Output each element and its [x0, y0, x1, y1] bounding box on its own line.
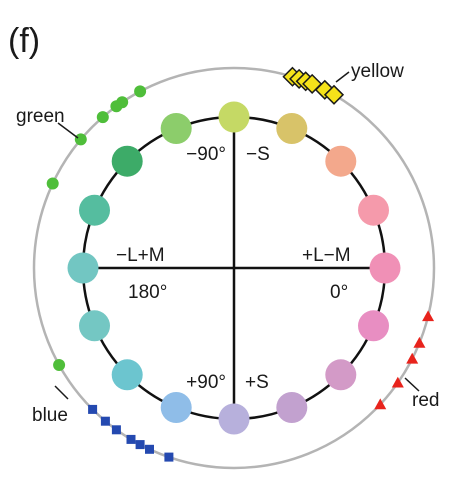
blue-label: blue [32, 405, 68, 426]
hue-disk-15 [160, 113, 192, 144]
red-marker-3 [391, 376, 404, 388]
red-label: red [412, 390, 439, 411]
red-marker-4 [374, 398, 387, 410]
green-leader-line [57, 122, 79, 139]
hue-disk-5 [358, 310, 389, 342]
red-marker-2 [406, 352, 419, 364]
green-label: green [16, 106, 65, 127]
hue-disk-8 [218, 403, 250, 435]
blue-marker-3 [126, 434, 136, 444]
hue-disk-13 [79, 194, 110, 226]
outer-ring [32, 66, 436, 470]
blue-marker-1 [100, 416, 110, 426]
category-markers [46, 66, 435, 462]
hue-disk-0 [218, 101, 250, 133]
neg-lm-label: −L+M [116, 245, 165, 266]
pos-lm-angle-label: 0° [330, 282, 348, 303]
red-marker-0 [422, 310, 435, 322]
green-marker-0 [134, 85, 147, 98]
blue-marker-4 [135, 440, 145, 450]
hue-disk-7 [276, 392, 308, 423]
hue-disk-11 [79, 310, 110, 342]
blue-marker-0 [88, 404, 98, 414]
red-marker-1 [413, 336, 426, 348]
pos-s-label: +S [245, 372, 269, 393]
blue-leader-line [54, 385, 69, 400]
neg-s-angle-label: −90° [186, 144, 226, 165]
yellow-label: yellow [351, 61, 404, 82]
yellow-marker-5 [323, 84, 345, 105]
hue-disk-12 [67, 252, 99, 284]
green-marker-3 [96, 111, 109, 124]
hue-disk-2 [325, 145, 357, 177]
neg-lm-angle-label: 180° [128, 282, 167, 303]
neg-s-label: −S [246, 144, 270, 165]
hue-disk-10 [111, 359, 143, 391]
hue-disk-6 [325, 359, 357, 391]
hue-disk-1 [276, 113, 308, 144]
blue-marker-5 [145, 444, 154, 454]
green-marker-6 [53, 359, 66, 371]
hue-disk-4 [369, 252, 401, 284]
yellow-leader-line [335, 71, 350, 83]
panel-label: (f) [8, 22, 40, 60]
hue-disk-9 [160, 392, 192, 423]
red-leader-line [404, 377, 420, 392]
hue-disk-3 [358, 194, 389, 226]
blue-marker-2 [111, 425, 121, 435]
pos-lm-label: +L−M [302, 245, 351, 266]
hue-disk-14 [111, 145, 143, 177]
hue-disks [67, 101, 401, 435]
green-marker-2 [110, 100, 123, 113]
green-marker-4 [74, 133, 87, 146]
pos-s-angle-label: +90° [186, 372, 226, 393]
green-marker-5 [46, 177, 59, 190]
blue-marker-6 [164, 452, 174, 462]
